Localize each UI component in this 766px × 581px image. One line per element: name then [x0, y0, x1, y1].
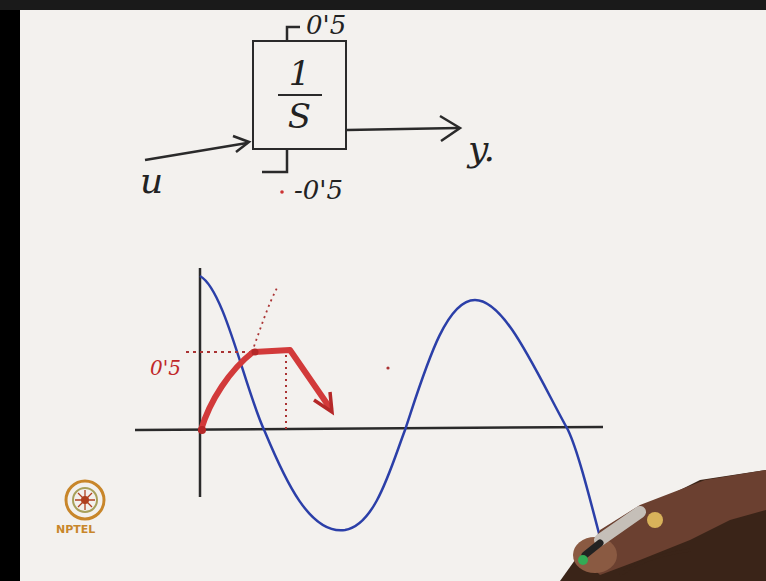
logo-watermark: NPTEL: [56, 523, 95, 536]
transfer-function-text: 1: [289, 55, 311, 92]
input-signal-name: u: [140, 160, 163, 201]
output-signal-name: y.: [468, 128, 495, 169]
integrator-box: 1S: [252, 40, 347, 150]
paper-ground: [20, 10, 766, 581]
upper-limit-label: 0'5: [306, 10, 346, 40]
transfer-function-text: S: [288, 98, 311, 135]
axis-value-label: 0'5: [150, 356, 181, 380]
lower-limit-label: -0'5: [294, 175, 343, 205]
fraction-bar: [278, 94, 322, 96]
